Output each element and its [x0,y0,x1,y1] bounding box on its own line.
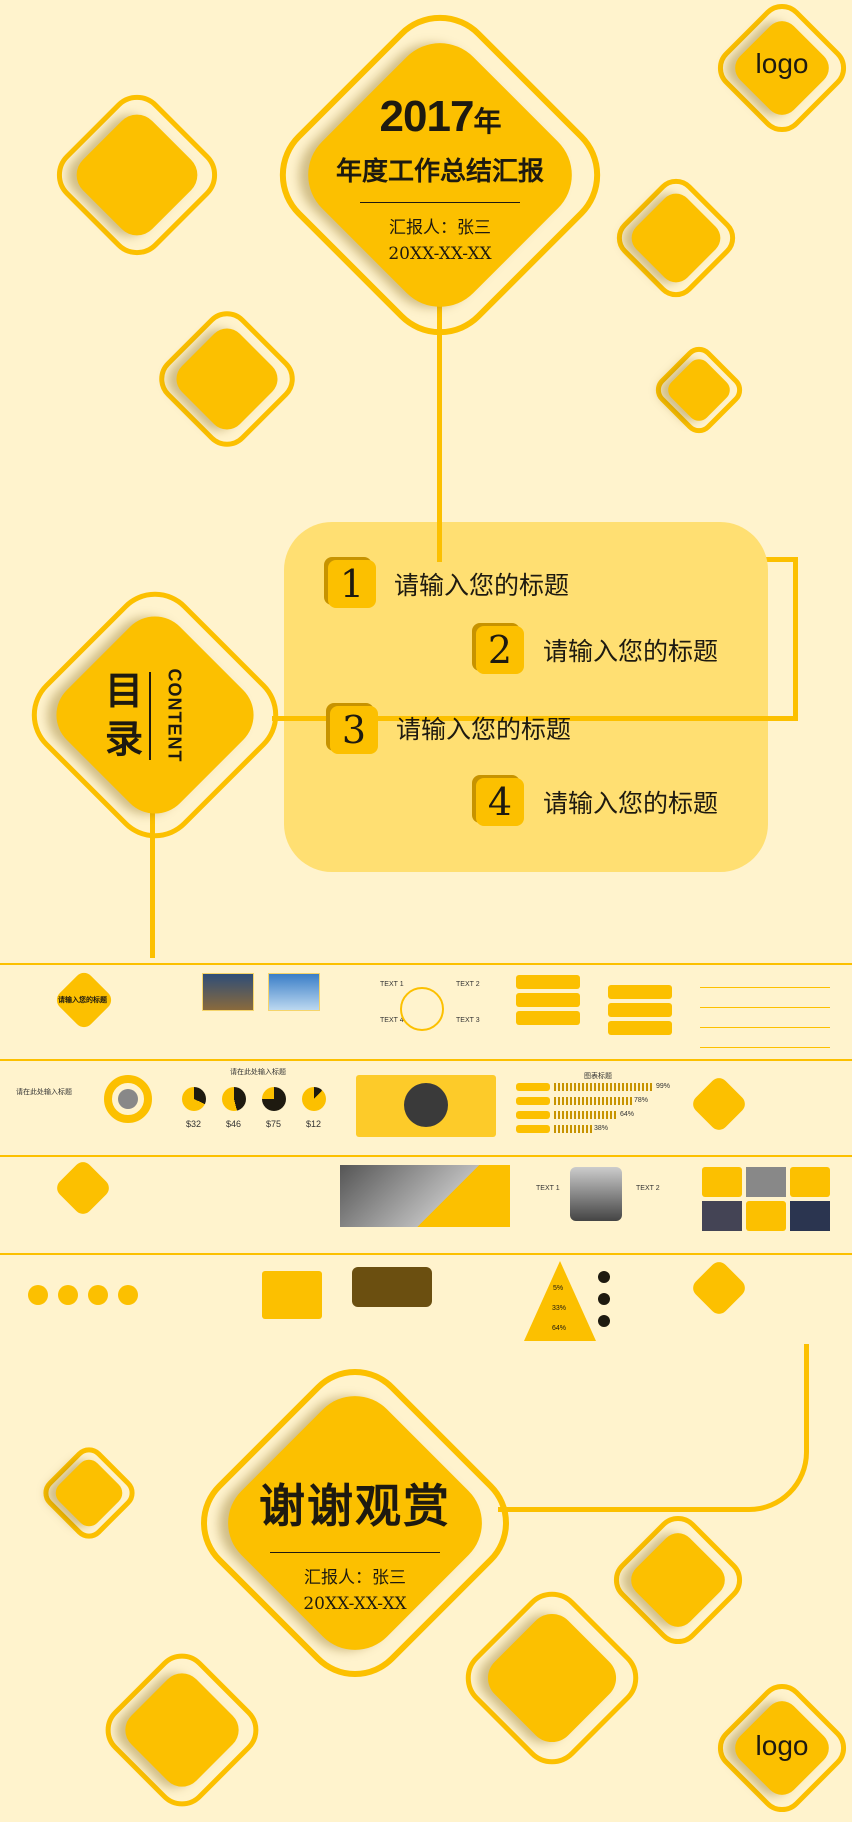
toc-char-1: 目 [104,671,143,713]
thumb-text-label: TEXT 2 [636,1185,660,1192]
thumb-pie-label: $46 [226,1119,242,1129]
thumb-pct: 99% [656,1083,671,1090]
cover-reporter: 汇报人：张三 [389,218,491,237]
thumb-donut [104,1075,152,1123]
connector-line [284,716,798,721]
toc-item-3[interactable]: 请输入您的标题 [396,716,572,744]
toc-char-2: 录 [104,719,143,761]
logo-text: logo [755,1730,809,1761]
cover-date: 20XX-XX-XX [388,244,492,264]
thumbnail-grid: 请输入您的标题 TEXT 1 TEXT 2 TEXT 3 TEXT 4 请在此处… [0,955,852,1345]
thumb-pie [262,1087,286,1111]
toc-num-4: 4 [476,778,524,826]
connector-line [498,1507,738,1512]
end-reporter: 汇报人：张三 [304,1568,406,1587]
cover-title-block: 2017年 年度工作总结汇报 汇报人：张三 20XX-XX-XX [300,92,580,264]
thumb-pct: 38% [594,1125,609,1132]
thumb-pie [182,1087,206,1111]
connector-line [437,300,442,562]
thumb-diamond [689,1074,749,1134]
thumb-pie [222,1087,246,1111]
thumb-city-photo [340,1165,510,1227]
thumb-pie-label: $75 [266,1119,282,1129]
deco-diamond [169,321,285,437]
cover-year: 2017 [379,92,475,141]
deco-diamond [67,105,207,245]
thumb-text-label: TEXT 1 [536,1185,560,1192]
thumb-pie-label: $32 [186,1119,202,1129]
thumb-section-title: 请输入您的标题 [58,997,107,1004]
end-divider [270,1552,440,1553]
thumb-diamond [53,1158,113,1218]
thumb-diamond [689,1258,749,1318]
cover-title: 年度工作总结汇报 [335,156,544,186]
cover-divider [360,202,520,203]
thumb-text-label: TEXT 4 [380,1017,404,1024]
toc-item-2[interactable]: 请输入您的标题 [543,638,719,666]
toc-num-2: 2 [476,626,524,674]
thumb-text-label: TEXT 3 [456,1017,480,1024]
connector-line [804,1344,809,1434]
thumb-cycle [400,987,444,1031]
toc-item-4[interactable]: 请输入您的标题 [543,790,719,818]
connector-line [437,522,442,562]
end-title-block: 谢谢观赏 汇报人：张三 20XX-XX-XX [215,1470,495,1614]
thumb-text-label: TEXT 1 [380,981,404,988]
toc-title-cn: 目 录 [104,668,144,764]
thumb-pyramid [524,1261,596,1341]
thumb-pyramid-label: 33% [552,1305,567,1312]
cover-year-suffix: 年 [473,106,501,137]
toc-item-1[interactable]: 请输入您的标题 [394,572,570,600]
thumb-pyramid-label: 64% [552,1325,567,1332]
thumb-pct: 64% [620,1111,635,1118]
thumb-pyramid-label: 5% [553,1285,564,1292]
deco-diamond [625,187,727,289]
thumb-edit-title: 请在此处输入标题 [16,1089,72,1096]
toc-title-divider [149,672,151,760]
toc-diamond [41,601,269,829]
toc-num-1: 1 [328,560,376,608]
thumb-photo [268,973,320,1011]
deco-diamond [116,1664,248,1796]
thumb-pie [302,1087,326,1111]
thumb-text-label: TEXT 2 [456,981,480,988]
deco-diamond [478,1604,626,1752]
thumb-pie-label: $12 [306,1119,322,1129]
logo-text: logo [755,48,809,79]
end-date: 20XX-XX-XX [303,1594,407,1614]
thumb-building-photo [570,1167,622,1221]
toc-num-3: 3 [330,706,378,754]
connector-line [793,557,798,720]
thumb-photo [202,973,254,1011]
thumb-pct: 78% [634,1097,649,1104]
connector-curve [718,1390,809,1512]
end-title: 谢谢观赏 [259,1480,451,1532]
thumb-chart-title: 图表标题 [584,1073,612,1080]
toc-title-en: CONTENT [164,668,185,763]
connector-line [150,800,155,958]
thumb-edit-title: 请在此处输入标题 [230,1069,286,1076]
